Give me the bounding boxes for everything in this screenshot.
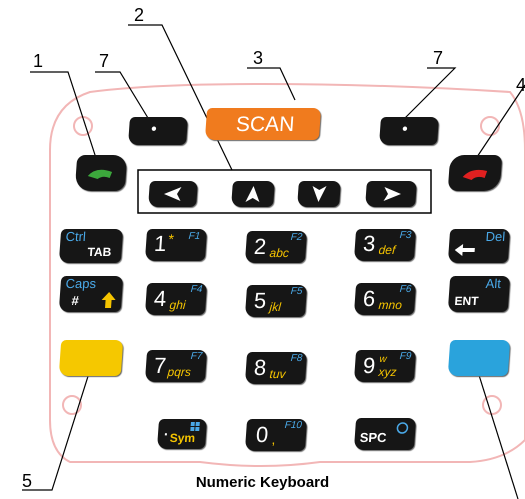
backspace-del-key[interactable]: Del <box>447 229 511 263</box>
key-9[interactable]: 9 w xyz F9 <box>353 350 417 382</box>
left-arrow-icon <box>164 187 182 201</box>
nav-up-button[interactable] <box>231 181 275 207</box>
down-arrow-icon <box>312 186 327 202</box>
right-arrow-icon <box>383 187 401 201</box>
ctrl-tab-key[interactable]: Ctrl TAB <box>58 229 124 263</box>
windows-logo-icon <box>190 422 200 431</box>
nav-left-button[interactable] <box>148 181 198 207</box>
callout-1-label: 1 <box>33 51 44 71</box>
callout-5-label: 5 <box>22 471 33 491</box>
key-8[interactable]: 8 tuv F8 <box>244 352 308 384</box>
red-phone-icon <box>462 169 488 180</box>
navigation-cluster-box <box>137 169 432 214</box>
shift-up-arrow-icon <box>101 292 116 308</box>
callout-7-left-label: 7 <box>99 51 110 71</box>
end-call-button[interactable] <box>447 155 503 191</box>
callout-7-right-label: 7 <box>433 48 444 68</box>
space-circle-icon <box>396 422 409 434</box>
caps-shift-key[interactable]: Caps # <box>58 276 124 312</box>
key-6[interactable]: 6 mno F6 <box>353 283 417 315</box>
callout-4-label: 4 <box>516 75 525 95</box>
key-2[interactable]: 2 abc F2 <box>244 231 308 263</box>
callout-3-label: 3 <box>253 48 264 68</box>
screw-hole-icon <box>62 395 82 415</box>
nav-right-button[interactable] <box>365 181 417 207</box>
key-3[interactable]: 3 def F3 <box>353 229 417 261</box>
left-soft-key[interactable]: • <box>128 117 188 145</box>
callout-2-label: 2 <box>134 5 145 25</box>
blue-function-key[interactable] <box>447 340 511 376</box>
screw-hole-icon <box>480 116 500 136</box>
space-key[interactable]: SPC <box>353 418 417 450</box>
scan-button[interactable]: SCAN <box>204 108 322 140</box>
backspace-arrow-icon <box>454 244 475 256</box>
key-5[interactable]: 5 jkl F5 <box>244 285 308 317</box>
key-1[interactable]: 1 * F1 <box>144 229 208 261</box>
nav-down-button[interactable] <box>297 181 341 207</box>
key-7[interactable]: 7 pqrs F7 <box>144 350 208 382</box>
right-soft-key[interactable]: • <box>379 117 439 145</box>
key-4[interactable]: 4 ghi F4 <box>144 283 208 315</box>
callout-leaders <box>22 24 525 499</box>
up-arrow-icon <box>245 186 260 202</box>
diagram-caption: Numeric Keyboard <box>195 474 330 491</box>
yellow-function-key[interactable] <box>58 340 124 376</box>
alt-enter-key[interactable]: Alt ENT <box>447 276 511 312</box>
sym-key[interactable]: · Sym <box>156 419 208 449</box>
screw-hole-icon <box>482 395 502 415</box>
green-phone-icon <box>87 169 113 179</box>
send-call-button[interactable] <box>74 155 128 191</box>
key-0[interactable]: 0 , F10 <box>244 419 308 451</box>
